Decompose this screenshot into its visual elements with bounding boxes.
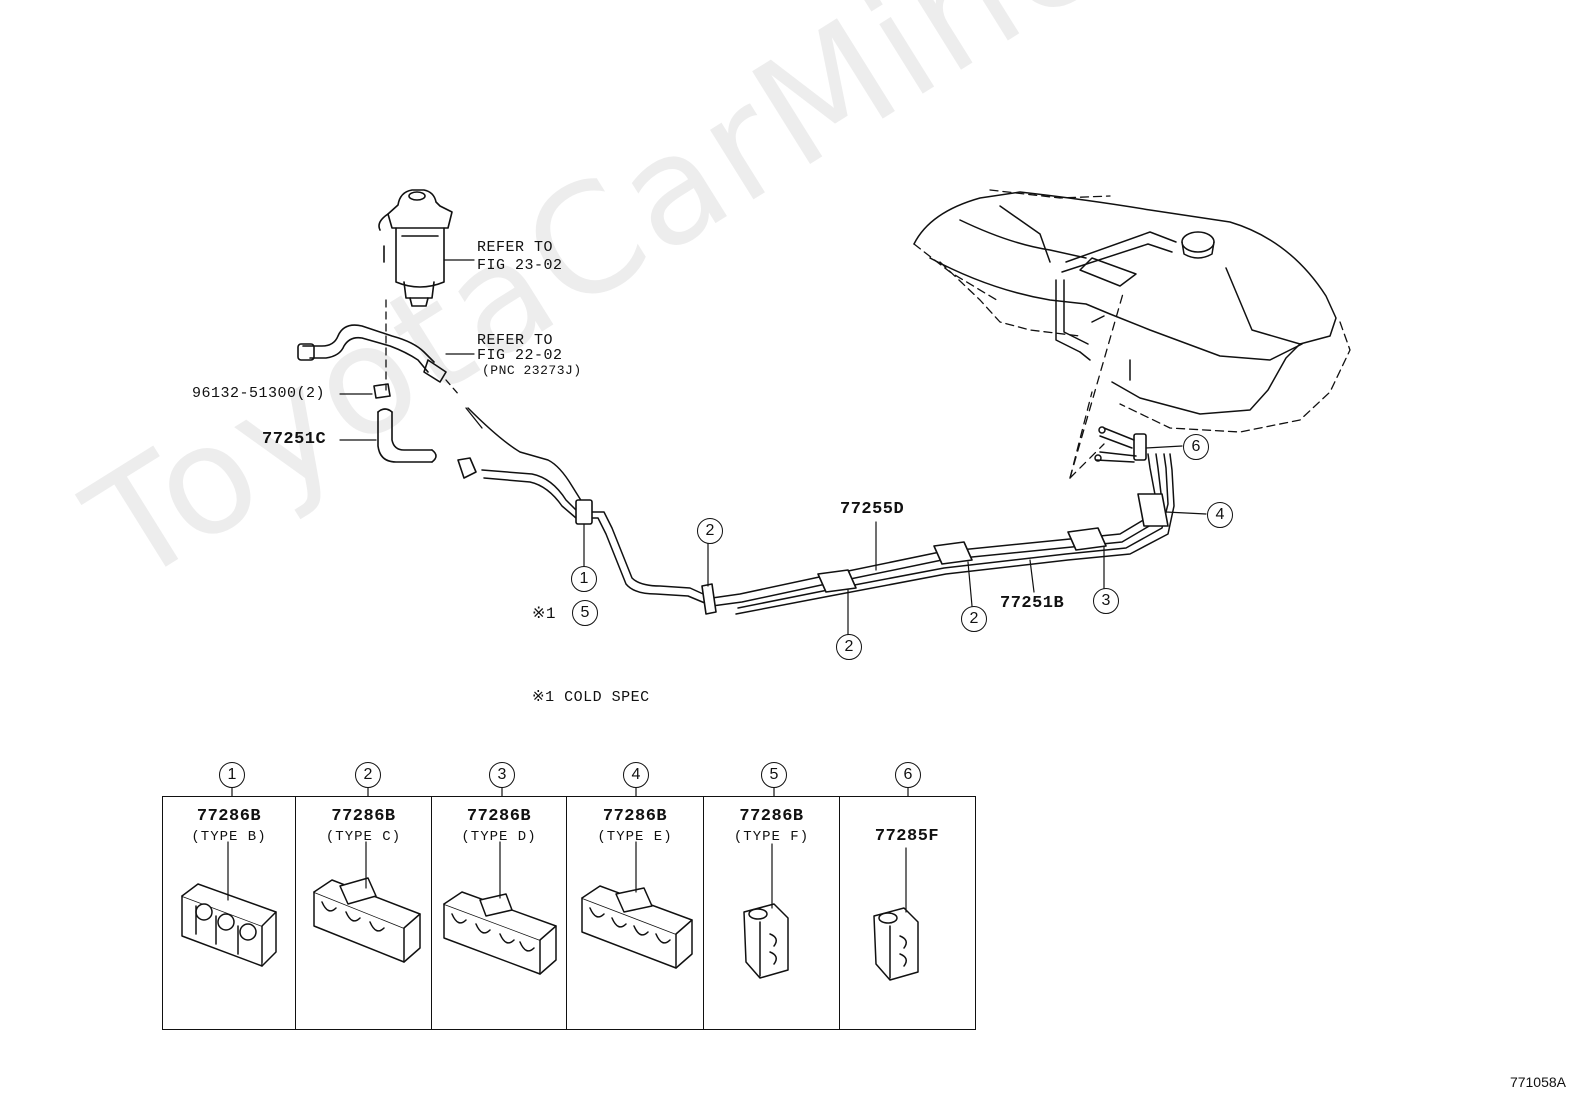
legend-num-4: 4	[623, 762, 649, 788]
callout-2a: 2	[697, 518, 723, 544]
fuel-filter-icon	[378, 189, 453, 307]
part-tube-77255d: 77255D	[840, 500, 905, 519]
legend-cell-6: 77285F	[840, 797, 974, 1029]
ref-fig23-line1: REFER TO	[477, 239, 554, 256]
tube-clamp-2c-icon	[933, 541, 973, 565]
legend-num-1: 1	[219, 762, 245, 788]
part-hose-77251c: 77251C	[262, 430, 327, 449]
fuel-tank-hidden-edge	[913, 189, 1351, 433]
clip-legend-table: 77286B (TYPE B) 77286B (TYPE C) 77286B (…	[162, 796, 976, 1030]
clamp-icon	[373, 383, 391, 399]
legend-type-3: (TYPE D)	[461, 829, 537, 845]
tube-clamp-4-icon	[1137, 493, 1169, 527]
part-clamp-bolt: 96132-51300(2)	[192, 385, 326, 402]
legend-clip-77285f-icon	[873, 907, 919, 981]
legend-part-1: 77286B	[196, 807, 262, 826]
small-clip-icon	[457, 457, 477, 479]
legend-clip-type-c-icon	[313, 877, 421, 963]
legend-cell-1: 77286B (TYPE B)	[163, 797, 296, 1029]
legend-num-5: 5	[761, 762, 787, 788]
callout-3: 3	[1093, 588, 1119, 614]
legend-num-6: 6	[895, 762, 921, 788]
legend-clip-type-e-icon	[581, 885, 693, 969]
legend-part-3: 77286B	[466, 807, 532, 826]
legend-part-5: 77286B	[739, 807, 804, 826]
legend-num-3: 3	[489, 762, 515, 788]
legend-cell-5: 77286B (TYPE F)	[704, 797, 840, 1029]
callout-2c: 2	[961, 606, 987, 632]
ref-fig23-line2: FIG 23-02	[477, 257, 563, 274]
legend-part-4: 77286B	[602, 807, 668, 826]
legend-clip-type-b-icon	[181, 883, 277, 967]
legend-part-2: 77286B	[331, 807, 396, 826]
cold-spec-note: ※1 COLD SPEC	[532, 689, 650, 706]
ref-fig22-line1: REFER TO	[477, 332, 554, 349]
legend-clip-type-d-icon	[443, 891, 557, 975]
legend-type-1: (TYPE B)	[191, 829, 267, 845]
callout-5: 5	[572, 600, 598, 626]
tube-clamp-2a-icon	[701, 583, 717, 615]
tube-clamp-2b-icon	[817, 569, 857, 593]
part-tube-77251b: 77251B	[1000, 594, 1065, 613]
tube-clamp-3-icon	[1067, 527, 1107, 551]
fuel-tank-icon	[913, 191, 1337, 415]
legend-clip-type-f-icon	[743, 903, 789, 979]
figure-id: 771058A	[1509, 1074, 1566, 1090]
callout-2b: 2	[836, 634, 862, 660]
legend-cell-4: 77286B (TYPE E)	[567, 797, 704, 1029]
legend-type-4: (TYPE E)	[597, 829, 673, 845]
callout-1: 1	[571, 566, 597, 592]
legend-type-5: (TYPE F)	[733, 829, 810, 845]
ref-fig22-line3: (PNC 23273J)	[482, 363, 582, 378]
callout-4: 4	[1207, 502, 1233, 528]
ref-fig22-line2: FIG 22-02	[477, 347, 563, 364]
callout-6: 6	[1183, 434, 1209, 460]
legend-cell-2: 77286B (TYPE C)	[296, 797, 432, 1029]
tube-clamp-1-icon	[575, 499, 593, 525]
legend-type-2: (TYPE C)	[325, 829, 402, 845]
legend-num-2: 2	[355, 762, 381, 788]
tube-fittings-icon	[1094, 426, 1137, 463]
hose-77251C-icon	[377, 408, 437, 463]
hose-upper-icon	[297, 324, 447, 383]
tube-clamp-6-icon	[1133, 433, 1147, 461]
legend-part-6: 77285F	[874, 827, 940, 846]
cold-spec-mark: ※1	[532, 605, 557, 623]
legend-cell-3: 77286B (TYPE D)	[432, 797, 567, 1029]
